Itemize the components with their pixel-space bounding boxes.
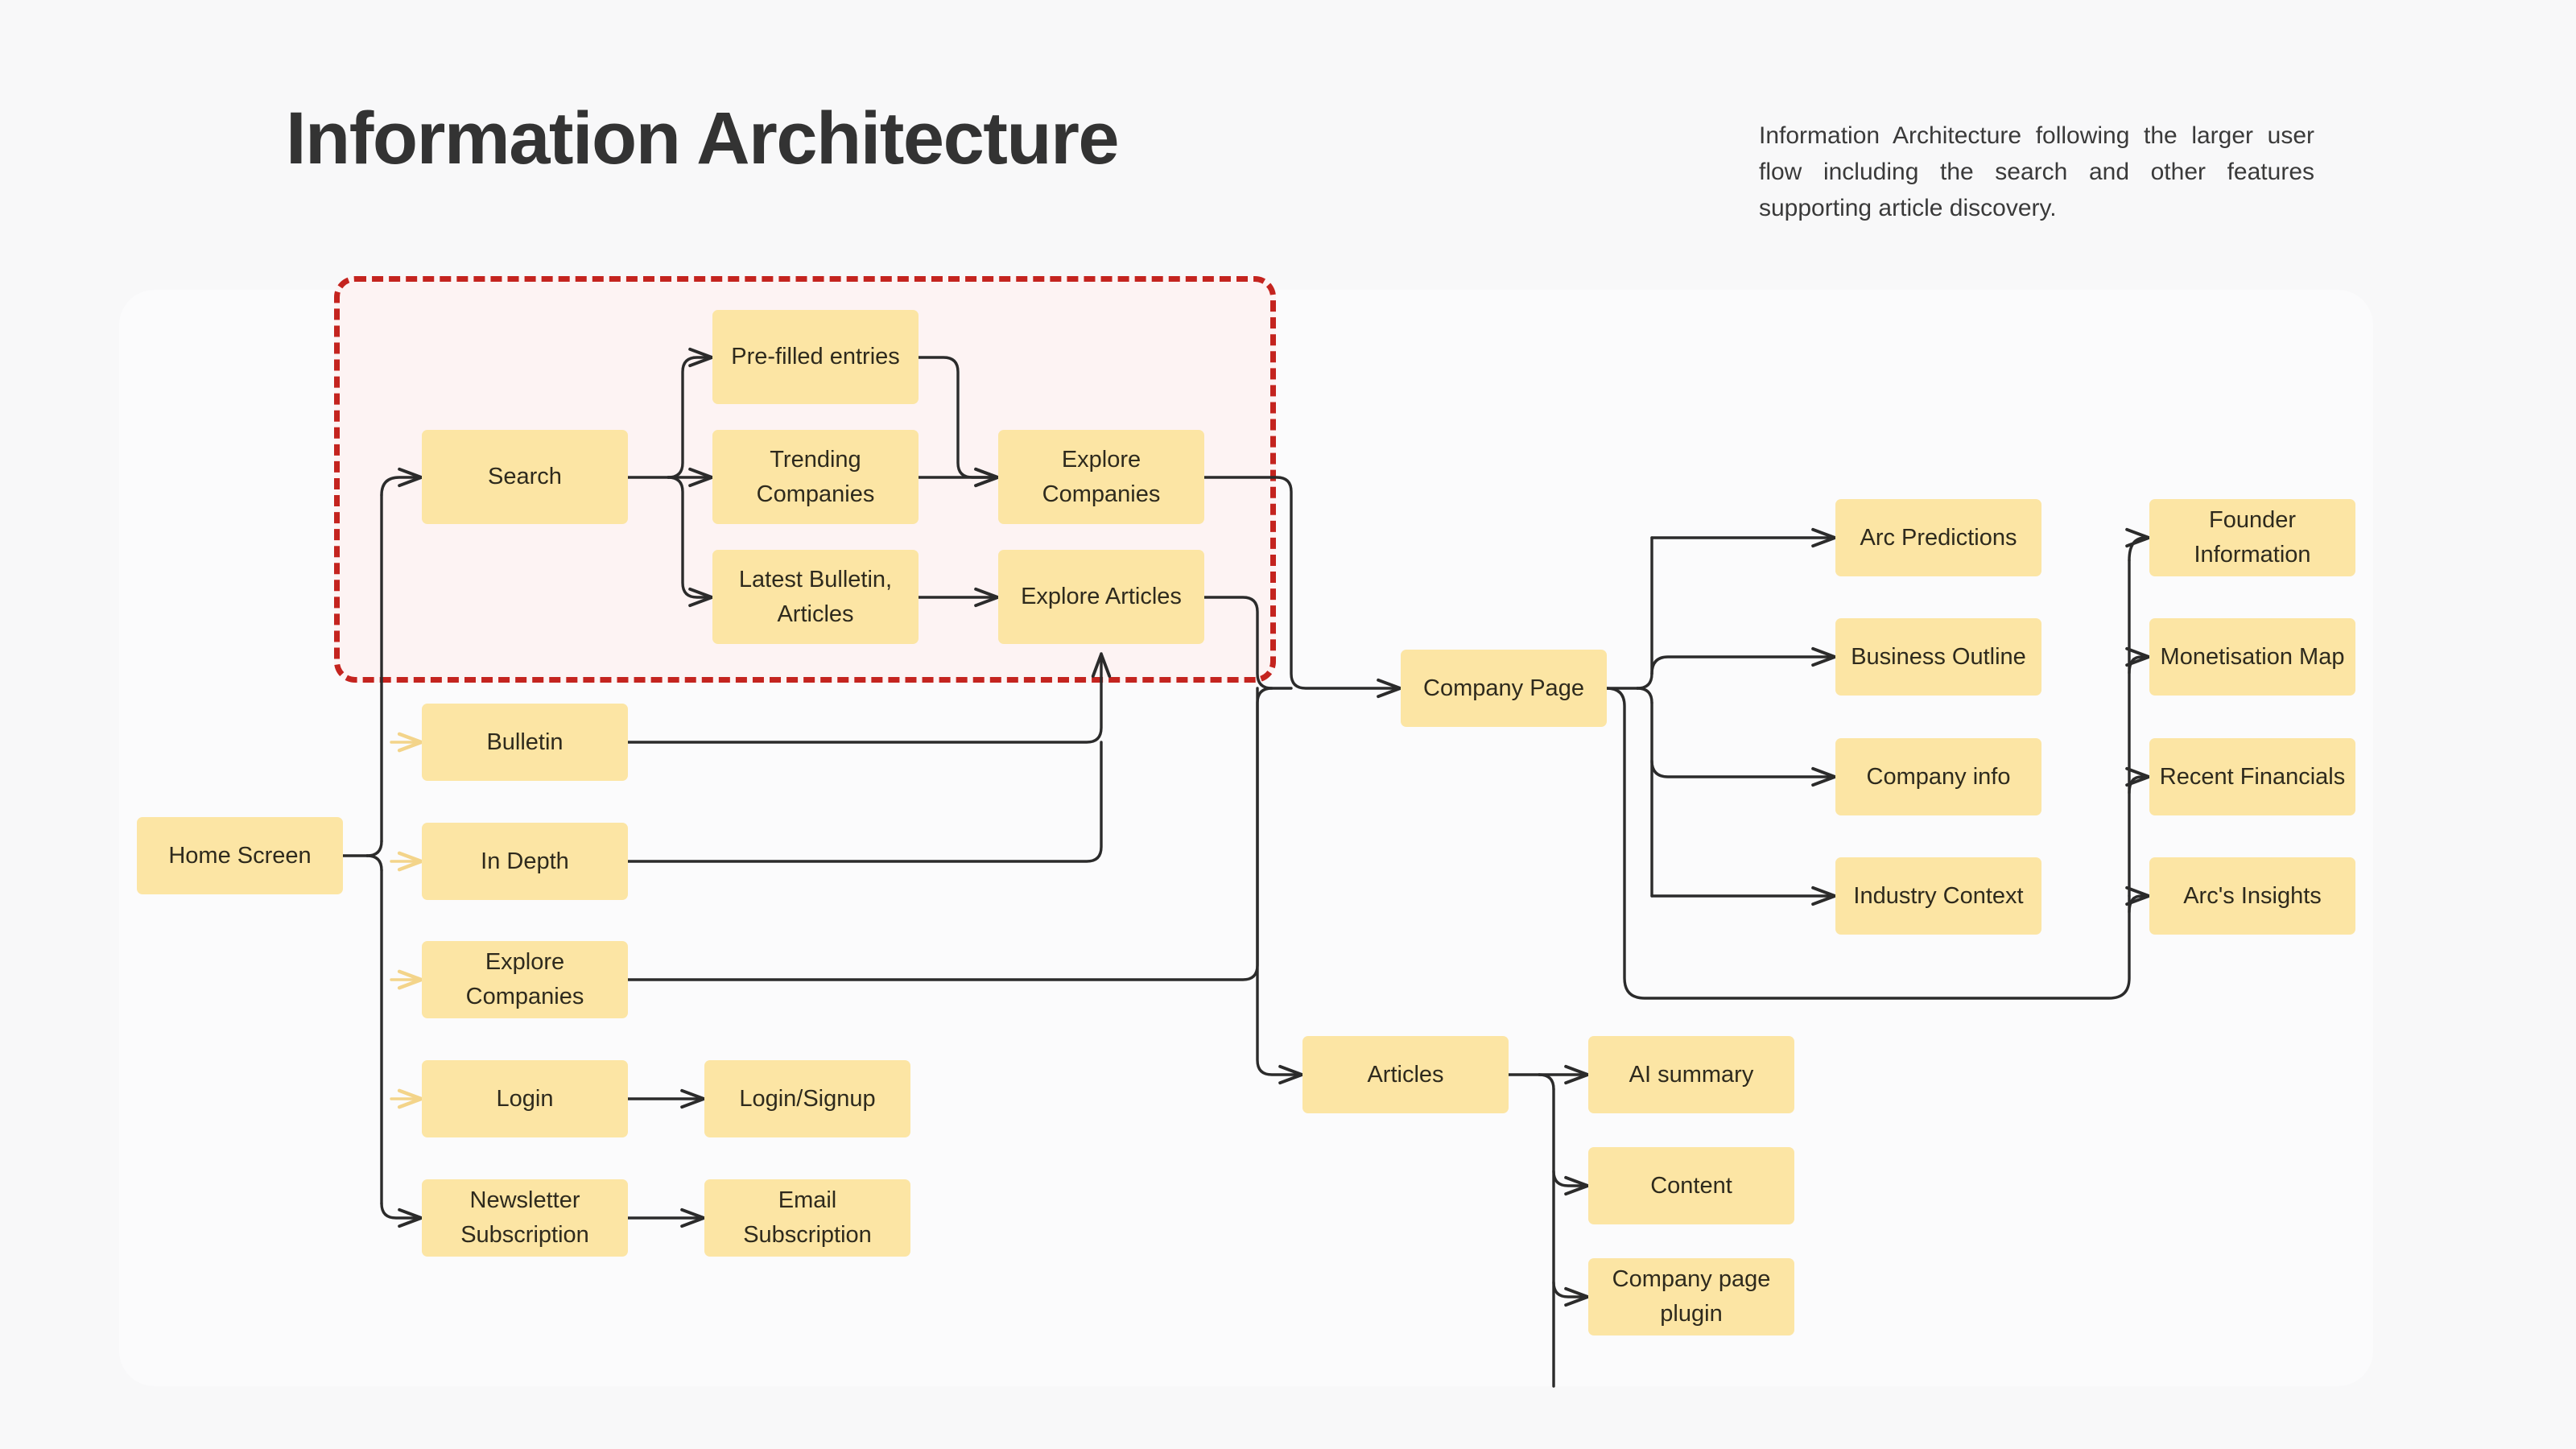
node-label: Email Subscription [743,1187,872,1248]
node-login-signup[interactable]: Login/Signup [704,1060,910,1137]
node-bulletin[interactable]: Bulletin [422,704,628,781]
node-label: Articles [1367,1061,1444,1088]
node-label: Arc Predictions [1860,524,2017,551]
node-recent-financials[interactable]: Recent Financials [2149,738,2355,815]
node-label: Monetisation Map [2160,643,2345,670]
node-label: Explore Articles [1021,584,1182,609]
page-title: Information Architecture [286,97,1120,180]
node-business-outline[interactable]: Business Outline [1835,618,2041,696]
node-company-page[interactable]: Company Page [1401,650,1607,727]
node-label: Company page plugin [1612,1266,1771,1327]
node-label: Explore Companies [465,949,584,1009]
node-label: Company Page [1423,675,1584,701]
node-label: Pre-filled entries [731,344,900,369]
node-latest-bulletin-articles[interactable]: Latest Bulletin, Articles [712,550,919,644]
node-label: AI summary [1629,1061,1754,1088]
node-email-subscription[interactable]: Email Subscription [704,1179,910,1257]
node-label: Industry Context [1853,882,2024,909]
node-home-screen[interactable]: Home Screen [137,817,343,894]
node-monetisation-map[interactable]: Monetisation Map [2149,618,2355,696]
node-explore-articles[interactable]: Explore Articles [998,550,1204,644]
node-content[interactable]: Content [1588,1147,1794,1224]
node-label: Latest Bulletin, Articles [738,566,893,627]
node-label: Home Screen [168,842,312,869]
node-label: Arc's Insights [2183,882,2322,909]
node-label: Newsletter Subscription [460,1187,589,1248]
node-articles[interactable]: Articles [1302,1036,1509,1113]
node-login[interactable]: Login [422,1060,628,1137]
node-label: In Depth [481,848,569,874]
node-founder-information[interactable]: Founder Information [2149,499,2355,576]
node-explore-companies-home[interactable]: Explore Companies [422,941,628,1018]
node-label: Founder Information [2194,507,2311,568]
node-pre-filled-entries[interactable]: Pre-filled entries [712,310,919,404]
node-arc-predictions[interactable]: Arc Predictions [1835,499,2041,576]
node-arcs-insights[interactable]: Arc's Insights [2149,857,2355,935]
node-label: Trending Companies [756,446,875,507]
node-label: Bulletin [486,729,564,755]
node-label: Search [488,464,562,489]
node-in-depth[interactable]: In Depth [422,823,628,900]
node-label: Explore Companies [1042,446,1161,507]
node-label: Company info [1866,763,2011,790]
page-description: Information Architecture following the l… [1759,122,2314,221]
node-explore-companies-search[interactable]: Explore Companies [998,430,1204,524]
node-label: Recent Financials [2159,763,2346,790]
node-company-info[interactable]: Company info [1835,738,2041,815]
node-industry-context[interactable]: Industry Context [1835,857,2041,935]
node-ai-summary[interactable]: AI summary [1588,1036,1794,1113]
node-label: Business Outline [1851,643,2026,670]
node-label: Login [496,1085,554,1112]
node-label: Login/Signup [739,1085,876,1112]
node-newsletter-subscription[interactable]: Newsletter Subscription [422,1179,628,1257]
node-trending-companies[interactable]: Trending Companies [712,430,919,524]
node-company-page-plugin[interactable]: Company page plugin [1588,1258,1794,1335]
node-search[interactable]: Search [422,430,628,524]
node-label: Content [1650,1172,1732,1199]
